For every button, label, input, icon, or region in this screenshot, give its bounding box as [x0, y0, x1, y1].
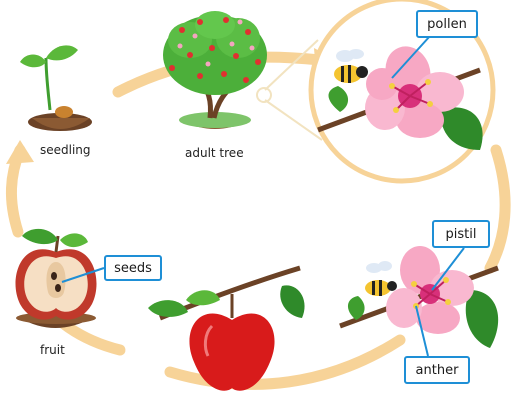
pollen-callout: pollen: [416, 10, 478, 38]
anther-leader: [415, 305, 429, 357]
pollen-leader: [391, 35, 431, 79]
seedling-illustration: [20, 45, 92, 131]
pistil-callout: pistil: [432, 220, 490, 248]
seeds-leader: [61, 267, 105, 283]
seedling-label: seedling: [40, 143, 91, 157]
adult-tree-label: adult tree: [185, 146, 244, 160]
pistil-leader: [431, 247, 465, 291]
adult-tree-illustration: [163, 11, 267, 129]
apple-illustration: [148, 265, 305, 391]
zoom-connector: [256, 39, 323, 141]
pollen-flower-illustration: [317, 46, 483, 150]
pistil-flower-illustration: [339, 246, 499, 348]
callout-leaders: [61, 35, 465, 357]
anther-callout: anther: [404, 356, 470, 384]
fruit-illustration: [15, 228, 97, 328]
arrowhead-to-seedling: [6, 140, 34, 164]
fruit-label: fruit: [40, 343, 65, 357]
seeds-callout: seeds: [104, 255, 162, 281]
